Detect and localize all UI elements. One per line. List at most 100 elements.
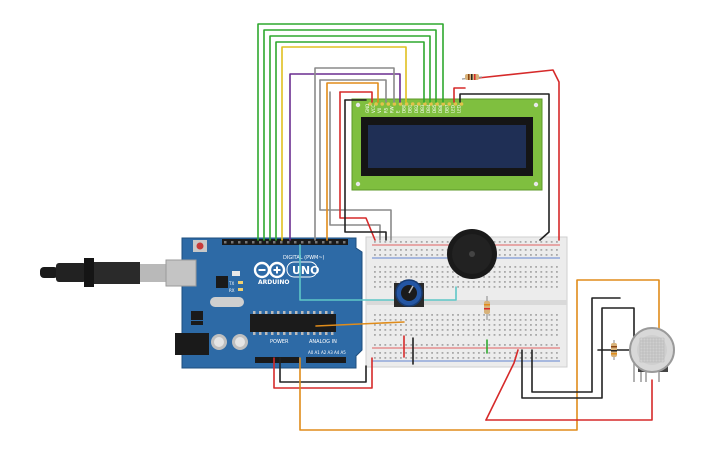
breadboard-hole[interactable] — [379, 319, 381, 321]
breadboard-hole[interactable] — [530, 324, 532, 326]
breadboard-hole[interactable] — [462, 329, 465, 331]
breadboard-hole[interactable] — [384, 357, 387, 359]
breadboard-hole[interactable] — [514, 334, 517, 336]
breadboard-hole[interactable] — [405, 271, 407, 273]
breadboard-hole[interactable] — [498, 266, 501, 268]
breadboard-hole[interactable] — [467, 319, 470, 321]
breadboard-hole[interactable] — [504, 344, 506, 346]
breadboard-hole[interactable] — [530, 357, 532, 359]
breadboard-hole[interactable] — [436, 249, 439, 251]
breadboard-hole[interactable] — [441, 271, 444, 273]
digital-pin-hole[interactable] — [252, 241, 255, 244]
breadboard-hole[interactable] — [478, 314, 480, 316]
breadboard-hole[interactable] — [472, 281, 475, 283]
breadboard-hole[interactable] — [384, 286, 387, 288]
breadboard-hole[interactable] — [483, 324, 485, 326]
breadboard-hole[interactable] — [420, 271, 423, 273]
breadboard-hole[interactable] — [467, 334, 470, 336]
breadboard-hole[interactable] — [384, 254, 387, 256]
breadboard-hole[interactable] — [530, 319, 532, 321]
breadboard-hole[interactable] — [410, 357, 413, 359]
breadboard-hole[interactable] — [540, 281, 543, 283]
breadboard-hole[interactable] — [426, 281, 428, 283]
breadboard-hole[interactable] — [478, 344, 480, 346]
breadboard-hole[interactable] — [514, 281, 517, 283]
breadboard-hole[interactable] — [556, 281, 558, 283]
breadboard-hole[interactable] — [426, 324, 428, 326]
breadboard-hole[interactable] — [498, 357, 501, 359]
breadboard-hole[interactable] — [462, 281, 465, 283]
breadboard-hole[interactable] — [446, 314, 449, 316]
breadboard-hole[interactable] — [519, 249, 522, 251]
breadboard-hole[interactable] — [389, 271, 392, 273]
breadboard-hole[interactable] — [483, 329, 485, 331]
breadboard-hole[interactable] — [519, 329, 522, 331]
breadboard-hole[interactable] — [535, 276, 537, 278]
breadboard-hole[interactable] — [384, 276, 387, 278]
breadboard-hole[interactable] — [514, 254, 517, 256]
breadboard-hole[interactable] — [493, 314, 496, 316]
breadboard-hole[interactable] — [483, 357, 485, 359]
breadboard-hole[interactable] — [514, 241, 517, 243]
digital-pin-hole[interactable] — [273, 241, 276, 244]
breadboard-hole[interactable] — [426, 276, 428, 278]
breadboard-hole[interactable] — [488, 357, 491, 359]
lcd-pin[interactable] — [368, 102, 372, 106]
breadboard-hole[interactable] — [467, 357, 470, 359]
breadboard-hole[interactable] — [530, 314, 532, 316]
breadboard-hole[interactable] — [509, 319, 511, 321]
breadboard-hole[interactable] — [431, 324, 433, 326]
digital-pin-hole[interactable] — [287, 241, 290, 244]
breadboard-hole[interactable] — [415, 241, 418, 243]
digital-pin-hole[interactable] — [322, 241, 325, 244]
breadboard-hole[interactable] — [394, 314, 397, 316]
breadboard-hole[interactable] — [530, 329, 532, 331]
breadboard-hole[interactable] — [504, 249, 506, 251]
breadboard-hole[interactable] — [504, 276, 506, 278]
breadboard-hole[interactable] — [498, 281, 501, 283]
breadboard-hole[interactable] — [405, 276, 407, 278]
breadboard-hole[interactable] — [446, 357, 449, 359]
breadboard-hole[interactable] — [452, 324, 454, 326]
breadboard-hole[interactable] — [530, 271, 532, 273]
breadboard-hole[interactable] — [509, 324, 511, 326]
breadboard-hole[interactable] — [441, 266, 444, 268]
breadboard-hole[interactable] — [514, 271, 517, 273]
breadboard-hole[interactable] — [462, 352, 465, 354]
lcd-pin[interactable] — [441, 102, 446, 106]
breadboard-hole[interactable] — [540, 324, 543, 326]
breadboard-hole[interactable] — [420, 281, 423, 283]
breadboard-hole[interactable] — [441, 314, 444, 316]
breadboard-hole[interactable] — [452, 271, 454, 273]
breadboard-hole[interactable] — [446, 319, 449, 321]
breadboard-hole[interactable] — [493, 334, 496, 336]
breadboard-hole[interactable] — [540, 241, 543, 243]
breadboard-hole[interactable] — [462, 314, 465, 316]
breadboard-hole[interactable] — [519, 241, 522, 243]
breadboard-hole[interactable] — [519, 276, 522, 278]
breadboard-hole[interactable] — [384, 314, 387, 316]
breadboard-hole[interactable] — [519, 344, 522, 346]
breadboard-hole[interactable] — [467, 281, 470, 283]
breadboard-hole[interactable] — [550, 249, 553, 251]
breadboard-hole[interactable] — [504, 266, 506, 268]
breadboard-hole[interactable] — [410, 314, 413, 316]
breadboard-hole[interactable] — [426, 266, 428, 268]
breadboard-hole[interactable] — [519, 352, 522, 354]
breadboard-hole[interactable] — [556, 254, 558, 256]
breadboard-hole[interactable] — [535, 266, 537, 268]
breadboard-hole[interactable] — [452, 329, 454, 331]
breadboard-hole[interactable] — [472, 319, 475, 321]
breadboard-hole[interactable] — [394, 334, 397, 336]
breadboard-hole[interactable] — [488, 281, 491, 283]
breadboard-hole[interactable] — [389, 286, 392, 288]
breadboard-hole[interactable] — [493, 344, 496, 346]
breadboard-hole[interactable] — [488, 314, 491, 316]
breadboard-hole[interactable] — [535, 286, 537, 288]
breadboard-hole[interactable] — [530, 281, 532, 283]
breadboard-hole[interactable] — [504, 324, 506, 326]
breadboard-hole[interactable] — [410, 352, 413, 354]
breadboard-hole[interactable] — [545, 319, 548, 321]
breadboard-hole[interactable] — [426, 249, 428, 251]
breadboard-hole[interactable] — [389, 344, 392, 346]
